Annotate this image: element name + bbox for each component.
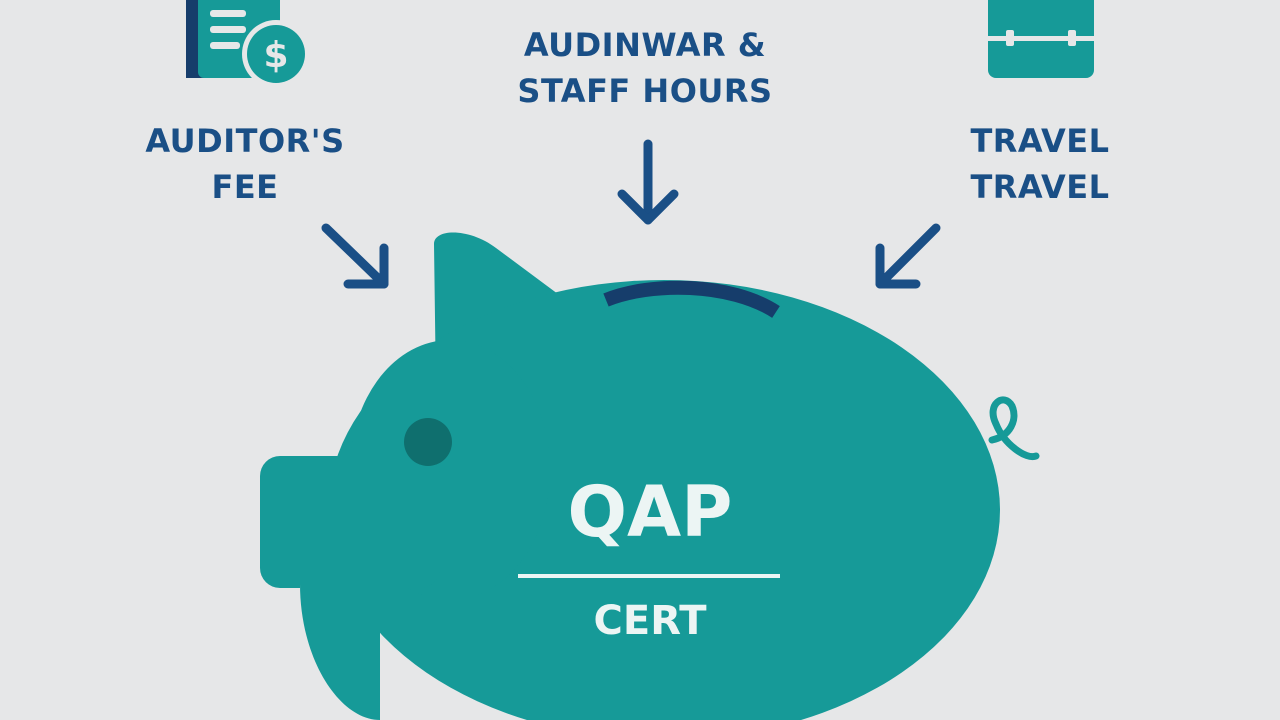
staff-hours-label: AUDINWAR & STAFF HOURS	[500, 22, 790, 114]
piggy-tail	[988, 396, 1040, 461]
staff-hours-line2: STAFF HOURS	[517, 72, 773, 110]
svg-text:$: $	[263, 35, 288, 76]
auditor-fee-line2: FEE	[211, 168, 279, 206]
travel-label: TRAVEL TRAVEL	[950, 118, 1130, 210]
coin-slot	[603, 280, 780, 318]
piggy-bank	[260, 232, 1040, 720]
auditor-fee-label: AUDITOR'S FEE	[130, 118, 360, 210]
piggy-bank-divider	[518, 574, 780, 578]
piggy-bank-subtitle: CERT	[593, 598, 707, 644]
travel-line2: TRAVEL	[970, 168, 1110, 206]
invoice-dollar-icon: $	[186, 0, 310, 88]
arrow-icon-right	[875, 223, 941, 289]
travel-line1: TRAVEL	[970, 122, 1110, 160]
piggy-bank-title: QAP	[567, 471, 733, 553]
pig-eye	[404, 418, 452, 466]
auditor-fee-line1: AUDITOR'S	[145, 122, 345, 160]
arrow-icon-center	[617, 139, 679, 225]
arrow-icon-left	[321, 223, 389, 289]
staff-hours-line1: AUDINWAR &	[523, 26, 767, 64]
suitcase-icon	[988, 0, 1094, 78]
